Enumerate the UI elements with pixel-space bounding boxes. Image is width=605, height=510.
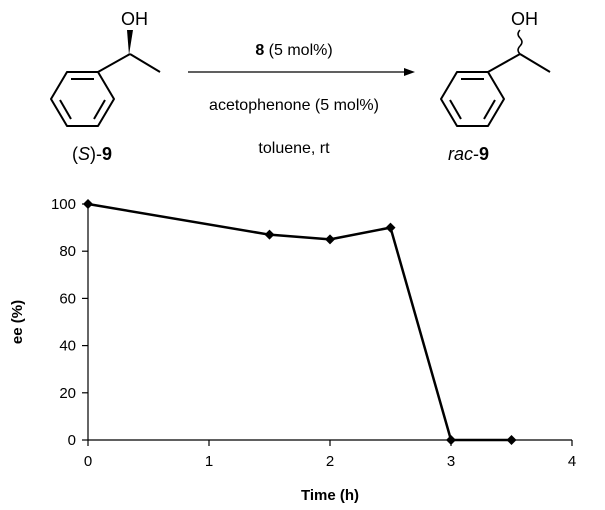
x-tick-label: 2: [326, 453, 334, 470]
x-tick-label: 0: [84, 453, 92, 470]
product-wavy-bond: [517, 29, 523, 55]
y-tick-label: 0: [68, 432, 76, 449]
product-oh-label: OH: [511, 9, 538, 29]
conditions-label: toluene, rt: [258, 140, 330, 157]
data-point-marker: [264, 229, 275, 240]
data-series: [83, 199, 517, 445]
product-inner-bond: [483, 99, 496, 120]
product-carbinol-to-methyl-bond: [519, 53, 551, 73]
reactant-wedge-bond: [127, 30, 133, 55]
data-point-marker: [506, 435, 517, 445]
reactant-inner-bond: [59, 99, 72, 120]
additive-label: acetophenone (5 mol%): [209, 97, 379, 114]
y-axis-title: ee (%): [9, 300, 26, 344]
y-tick-label: 60: [59, 290, 76, 307]
x-tick-label: 4: [568, 453, 576, 470]
y-tick-label: 80: [59, 243, 76, 260]
data-point-marker: [325, 234, 335, 245]
data-point-marker: [446, 435, 456, 445]
product-structure: [440, 53, 551, 127]
series-line: [87, 202, 512, 442]
reactant-ring-to-carbinol-bond: [97, 53, 131, 73]
reactant-structure: [50, 53, 161, 127]
product-benzene-ring: [440, 71, 505, 127]
x-tick-label: 1: [205, 453, 213, 470]
reactant-carbinol-to-methyl-bond: [129, 53, 161, 73]
reactant-oh-label: OH: [121, 9, 148, 29]
y-tick-label: 20: [59, 385, 76, 402]
y-tick-label: 100: [51, 196, 76, 213]
reactant-benzene-ring: [50, 71, 115, 127]
product-ring-to-carbinol-bond: [487, 53, 521, 73]
data-point-marker: [385, 222, 396, 233]
reactant-inner-bond: [93, 99, 106, 120]
product-inner-bond: [449, 99, 462, 120]
x-axis-title: Time (h): [301, 487, 359, 504]
y-tick-label: 40: [59, 338, 76, 355]
reaction-arrow: [188, 68, 415, 76]
axis-ticks: 0 20 40 60 80 100 0 1 2 3 4: [51, 196, 576, 470]
x-tick-label: 3: [447, 453, 455, 470]
product-compound-label: rac-9: [448, 144, 489, 164]
catalyst-label: 8 (5 mol%): [255, 42, 332, 59]
ee-vs-time-chart: 0 20 40 60 80 100 0 1 2 3 4 Time (h) ee (%): [9, 196, 576, 504]
data-point-marker: [83, 199, 93, 209]
reactant-compound-label: (S)-9: [72, 144, 112, 164]
reaction-scheme: OH (S)-9 8 (5 mol%) acetophenone (5 mol%…: [50, 9, 551, 164]
